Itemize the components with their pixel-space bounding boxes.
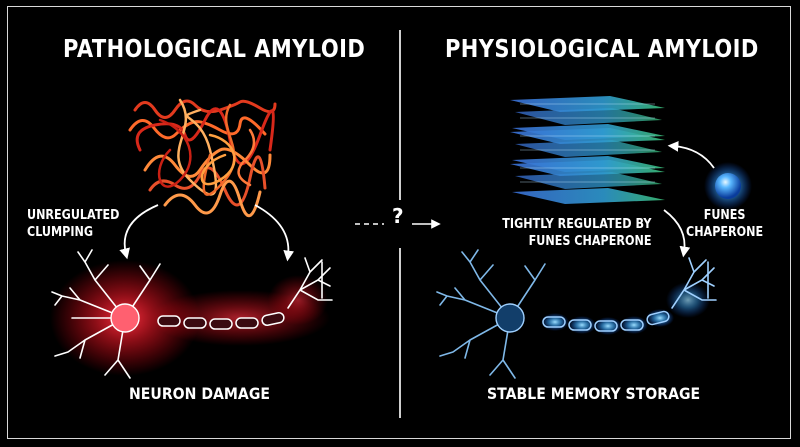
arrow-icon bbox=[663, 209, 691, 258]
right-panel-title: PHYSIOLOGICAL AMYLOID bbox=[445, 34, 759, 63]
chaperone-label-line2: CHAPERONE bbox=[686, 225, 764, 240]
left-process-label-line2: CLUMPING bbox=[27, 225, 94, 240]
center-divider-bottom bbox=[399, 248, 401, 418]
right-outcome-caption: STABLE MEMORY STORAGE bbox=[487, 384, 701, 403]
arrow-icon bbox=[667, 141, 715, 169]
neuron-icon bbox=[436, 249, 717, 379]
right-process-label-line2: FUNES CHAPERONE bbox=[528, 234, 651, 249]
left-panel-title: PATHOLOGICAL AMYLOID bbox=[63, 34, 366, 63]
right-process-label: TIGHTLY REGULATED BY FUNES CHAPERONE bbox=[502, 216, 651, 250]
left-process-label-line1: UNREGULATED bbox=[27, 208, 120, 223]
right-process-label-line1: TIGHTLY REGULATED BY bbox=[501, 217, 651, 232]
transition-question-mark: ? bbox=[392, 204, 404, 228]
left-outcome-caption: NEURON DAMAGE bbox=[129, 384, 271, 403]
chaperone-label-line1: FUNES bbox=[703, 208, 746, 223]
chaperone-label: FUNES CHAPERONE bbox=[686, 207, 763, 241]
arrow-icon bbox=[119, 204, 159, 260]
chaperone-sphere-icon bbox=[704, 162, 752, 210]
fibril-sheets-icon bbox=[510, 96, 665, 204]
neuron-icon bbox=[50, 249, 333, 379]
diagram-frame bbox=[7, 6, 791, 439]
left-process-label: UNREGULATED CLUMPING bbox=[27, 207, 119, 241]
arrow-icon bbox=[254, 204, 295, 262]
center-divider-top bbox=[399, 30, 401, 200]
tangled-protein-icon bbox=[128, 98, 277, 217]
